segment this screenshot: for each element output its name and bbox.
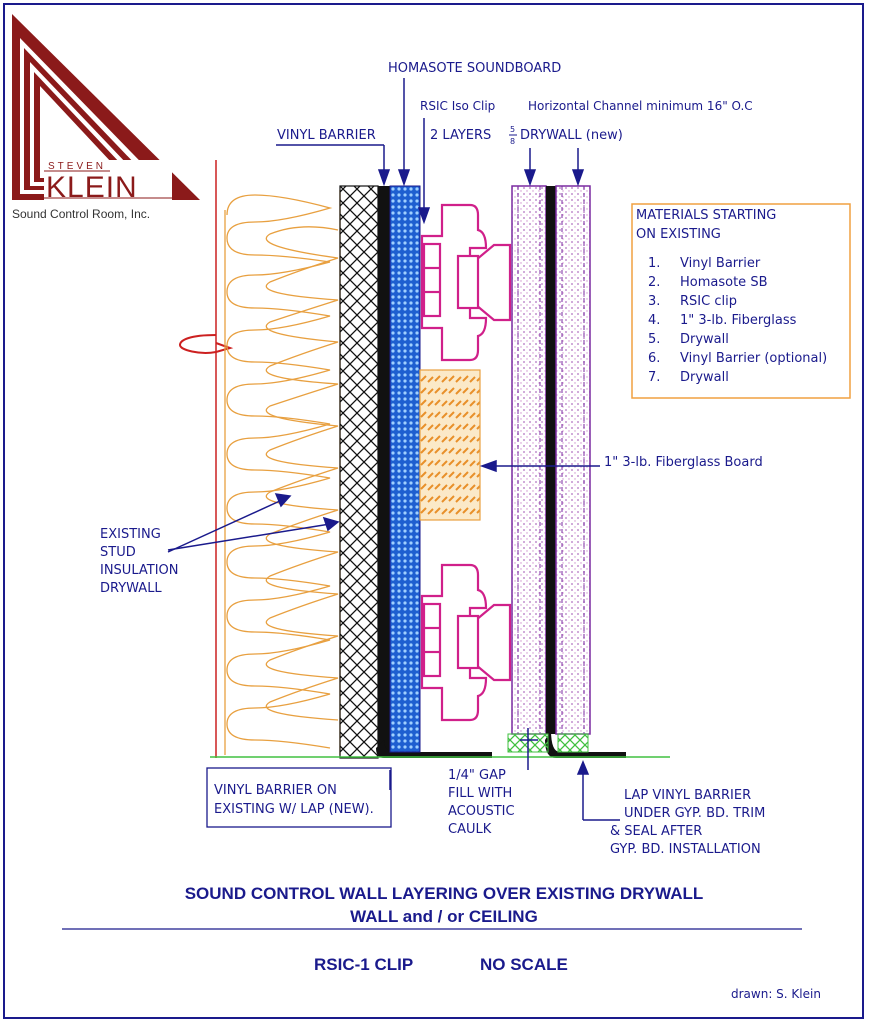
label-vinyl-barrier: VINYL BARRIER [277,128,376,143]
sub-title: WALL and / or CEILING [350,907,538,926]
stud-marker-icon [178,334,234,354]
materials-item-num: 7. [648,370,660,385]
logo-main-text: KLEIN [46,171,138,204]
materials-item-text: RSIC clip [680,294,737,309]
label-existing: EXISTING STUD INSULATION DRYWALL [100,527,178,596]
logo-sub-text: Sound Control Room, Inc. [12,207,150,221]
materials-list: 1. Vinyl Barrier 2. Homasote SB 3. RSIC … [648,256,827,385]
label-vinyl-on-existing: VINYL BARRIER ON EXISTING W/ LAP (NEW). [214,783,374,817]
new-drywall-layer-1 [511,185,547,735]
materials-box [631,203,851,399]
materials-heading-1: MATERIALS STARTING [636,208,776,223]
svg-text:INSULATION: INSULATION [100,563,178,578]
materials-item-num: 6. [648,351,660,366]
drawn-by: drawn: S. Klein [731,987,821,1001]
rsic-clip-lower [420,563,512,722]
svg-text:& SEAL AFTER: & SEAL AFTER [610,824,702,839]
materials-item-num: 5. [648,332,660,347]
label-lap-vinyl: LAP VINYL BARRIER UNDER GYP. BD. TRIM & … [610,788,765,857]
existing-insulation [224,190,341,755]
materials-item-text: 1" 3-lb. Fiberglass [680,313,797,328]
scale-title: NO SCALE [480,955,568,974]
svg-text:FILL WITH: FILL WITH [448,786,512,801]
svg-text:LAP VINYL BARRIER: LAP VINYL BARRIER [624,788,751,803]
fiberglass-board [419,369,481,521]
drawing-frame [3,3,864,1019]
vinyl-barrier-lap [376,740,492,758]
label-drywall-suffix: DRYWALL (new) [520,128,623,143]
label-drywall-frac-den: 8 [510,137,515,146]
materials-item-text: Vinyl Barrier [680,256,761,271]
svg-text:UNDER GYP. BD. TRIM: UNDER GYP. BD. TRIM [624,806,765,821]
label-rsic: RSIC Iso Clip [420,99,495,113]
materials-item-num: 2. [648,275,660,290]
materials-item-num: 3. [648,294,660,309]
main-title: SOUND CONTROL WALL LAYERING OVER EXISTIN… [185,884,704,903]
rsic-clip-upper [420,203,512,362]
materials-item-text: Homasote SB [680,275,767,290]
vinyl-on-existing-box [206,767,392,828]
svg-text:ACOUSTIC: ACOUSTIC [448,804,515,819]
materials-heading-2: ON EXISTING [636,227,721,242]
leader-lines [167,78,620,821]
svg-text:STUD: STUD [100,545,136,560]
acoustic-caulk-2 [557,733,589,753]
svg-text:1/4" GAP: 1/4" GAP [448,768,506,783]
materials-item-text: Vinyl Barrier (optional) [680,351,827,366]
label-drywall-frac-num: 5 [510,125,515,134]
homasote-layer [389,185,421,753]
svg-text:CAULK: CAULK [448,822,492,837]
label-channel: Horizontal Channel minimum 16" O.C [528,99,753,113]
label-gap: 1/4" GAP FILL WITH ACOUSTIC CAULK [448,768,515,837]
logo-top-text: STEVEN [48,161,106,172]
svg-text:GYP. BD. INSTALLATION: GYP. BD. INSTALLATION [610,842,761,857]
materials-item-text: Drywall [680,332,729,347]
svg-text:DRYWALL: DRYWALL [100,581,162,596]
vinyl-barrier-layer [378,186,390,752]
existing-stud-layer [339,185,379,759]
svg-text:EXISTING W/ LAP (NEW).: EXISTING W/ LAP (NEW). [214,802,374,817]
svg-text:VINYL BARRIER ON: VINYL BARRIER ON [214,783,337,798]
clip-title: RSIC-1 CLIP [314,955,413,974]
company-logo [12,14,200,200]
optional-vinyl-barrier [546,186,556,734]
materials-item-num: 4. [648,313,660,328]
label-drywall-prefix: 2 LAYERS [430,128,491,143]
svg-text:EXISTING: EXISTING [100,527,161,542]
new-drywall-layer-2 [555,185,591,735]
materials-item-num: 1. [648,256,660,271]
label-fiberglass-board: 1" 3-lb. Fiberglass Board [604,455,763,470]
materials-item-text: Drywall [680,370,729,385]
label-homasote: HOMASOTE SOUNDBOARD [388,61,561,76]
